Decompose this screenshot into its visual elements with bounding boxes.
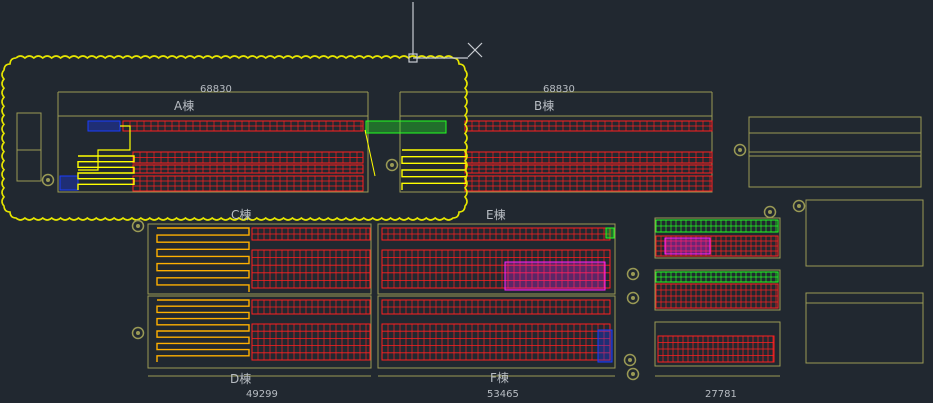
rack-e-row-2 (381, 249, 611, 289)
rack-a-row-3 (132, 164, 364, 174)
column-marker-a (41, 173, 55, 187)
green-zone-ab (365, 120, 447, 134)
column-marker-g-dot (768, 210, 772, 214)
magenta-zone-g (664, 237, 711, 255)
conveyor-d (156, 299, 250, 362)
column-marker-e-dot (631, 272, 635, 276)
building-i-outline (654, 321, 781, 367)
column-marker-b (385, 158, 399, 172)
column-marker-f-dot (628, 358, 632, 362)
rack-h-green (655, 271, 779, 283)
block-right-bottom (805, 292, 924, 364)
rack-outline (251, 323, 371, 361)
rack-outline (251, 249, 371, 289)
column-marker-c (131, 219, 145, 233)
rack-d-row-1 (251, 299, 371, 315)
column-marker-f2-dot (631, 372, 635, 376)
column-marker-f (623, 353, 637, 367)
rack-h-row (655, 283, 779, 309)
column-marker-b-dot (390, 163, 394, 167)
column-marker-c-dot (136, 224, 140, 228)
rack-b-row-1 (464, 120, 713, 132)
conveyor-a (77, 155, 135, 190)
building-a-annex (16, 112, 42, 182)
column-marker-right-2 (792, 199, 806, 213)
building-label-e: E棟 (486, 208, 506, 222)
column-marker-a-dot (46, 178, 50, 182)
blue-zone-f (597, 329, 613, 363)
column-marker-e2 (626, 291, 640, 305)
building-label-f: F棟 (490, 371, 509, 385)
rack-outline (132, 175, 364, 192)
rack-c-row-2 (251, 249, 371, 289)
column-marker-right-1 (733, 143, 747, 157)
rack-b-row-4 (464, 175, 713, 192)
conveyor-b (401, 149, 467, 190)
magenta-zone-e (504, 261, 606, 291)
building-a-outline (57, 115, 369, 193)
conveyor-a-link (78, 125, 131, 171)
dimension-d-width: 49299 (246, 389, 278, 400)
building-label-c: C棟 (231, 208, 252, 222)
building-c-outline (147, 223, 372, 295)
building-d-outline (147, 295, 372, 369)
conveyor-c (156, 227, 250, 292)
column-marker-right-2-dot (797, 204, 801, 208)
rack-b-row-2 (464, 151, 713, 164)
rack-f-row-1 (381, 299, 611, 315)
column-marker-g (763, 205, 777, 219)
rack-g-row (655, 235, 779, 257)
building-label-b: B棟 (534, 99, 555, 113)
blue-zone-a-1 (87, 120, 121, 132)
building-label-d: D棟 (230, 372, 252, 386)
rack-a-row-1 (122, 120, 364, 132)
building-g-outline (654, 217, 781, 259)
rack-b-row-3 (464, 164, 713, 174)
dimension-a-width: 68830 (200, 84, 232, 95)
rack-c-row-1 (251, 227, 371, 241)
rack-e-row-1 (381, 227, 611, 241)
building-e-outline (377, 223, 616, 295)
column-marker-e2-dot (631, 296, 635, 300)
building-h-outline (654, 269, 781, 311)
rack-d-row-2 (251, 323, 371, 361)
dimension-b-width: 68830 (543, 84, 575, 95)
selection-cloud (1, 55, 468, 221)
rack-i-row (657, 335, 775, 363)
blue-zone-a-2 (59, 175, 79, 191)
rack-f-row-2 (381, 323, 611, 361)
block-right-mid (805, 199, 924, 267)
cursor-x-mark-2 (467, 42, 483, 58)
dimension-small-width: 27781 (705, 389, 737, 400)
crosshair-pickbox (408, 53, 418, 63)
dimension-f-width: 53465 (487, 389, 519, 400)
rack-a-row-4 (132, 175, 364, 192)
column-marker-d (131, 326, 145, 340)
rack-g-green (655, 219, 779, 233)
column-marker-f2 (626, 367, 640, 381)
column-marker-right-1-dot (738, 148, 742, 152)
building-f-outline (377, 295, 616, 369)
rack-a-row-2 (132, 151, 364, 164)
column-marker-d-dot (136, 331, 140, 335)
column-marker-e (626, 267, 640, 281)
conveyor-ab-link (364, 129, 376, 177)
green-zone-e (605, 227, 615, 239)
building-label-a: A棟 (174, 99, 195, 113)
